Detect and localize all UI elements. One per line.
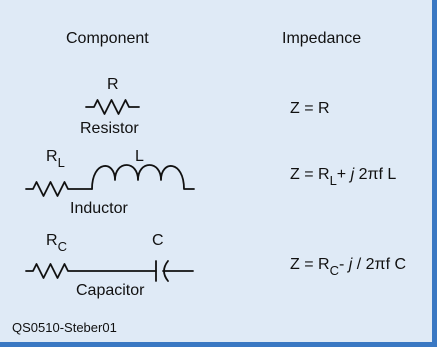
resistor-symbol-label: R xyxy=(107,76,119,93)
figure-code: QS0510-Steber01 xyxy=(12,320,117,335)
capacitor-resistor-symbol xyxy=(25,263,157,279)
resistor-symbol xyxy=(85,99,140,115)
header-component: Component xyxy=(66,30,149,47)
inductor-coil-symbol xyxy=(91,164,195,190)
circuit-symbols xyxy=(25,99,195,282)
capacitor-capacitance-label: C xyxy=(152,232,164,249)
header-impedance: Impedance xyxy=(282,30,362,47)
resistor-name: Resistor xyxy=(80,120,139,137)
resistor-formula: Z = R xyxy=(290,100,330,117)
inductor-formula: Z = RL+ j 2πf L xyxy=(290,166,397,188)
inductor-inductance-label: L xyxy=(135,148,144,165)
inductor-name: Inductor xyxy=(70,200,128,217)
capacitor-resistance-label: RC xyxy=(46,232,67,254)
inductor-resistance-label: RL xyxy=(46,148,65,170)
capacitor-name: Capacitor xyxy=(76,282,145,299)
inductor-resistor-symbol xyxy=(25,181,93,197)
capacitor-formula: Z = RC- j / 2πf C xyxy=(290,256,407,278)
